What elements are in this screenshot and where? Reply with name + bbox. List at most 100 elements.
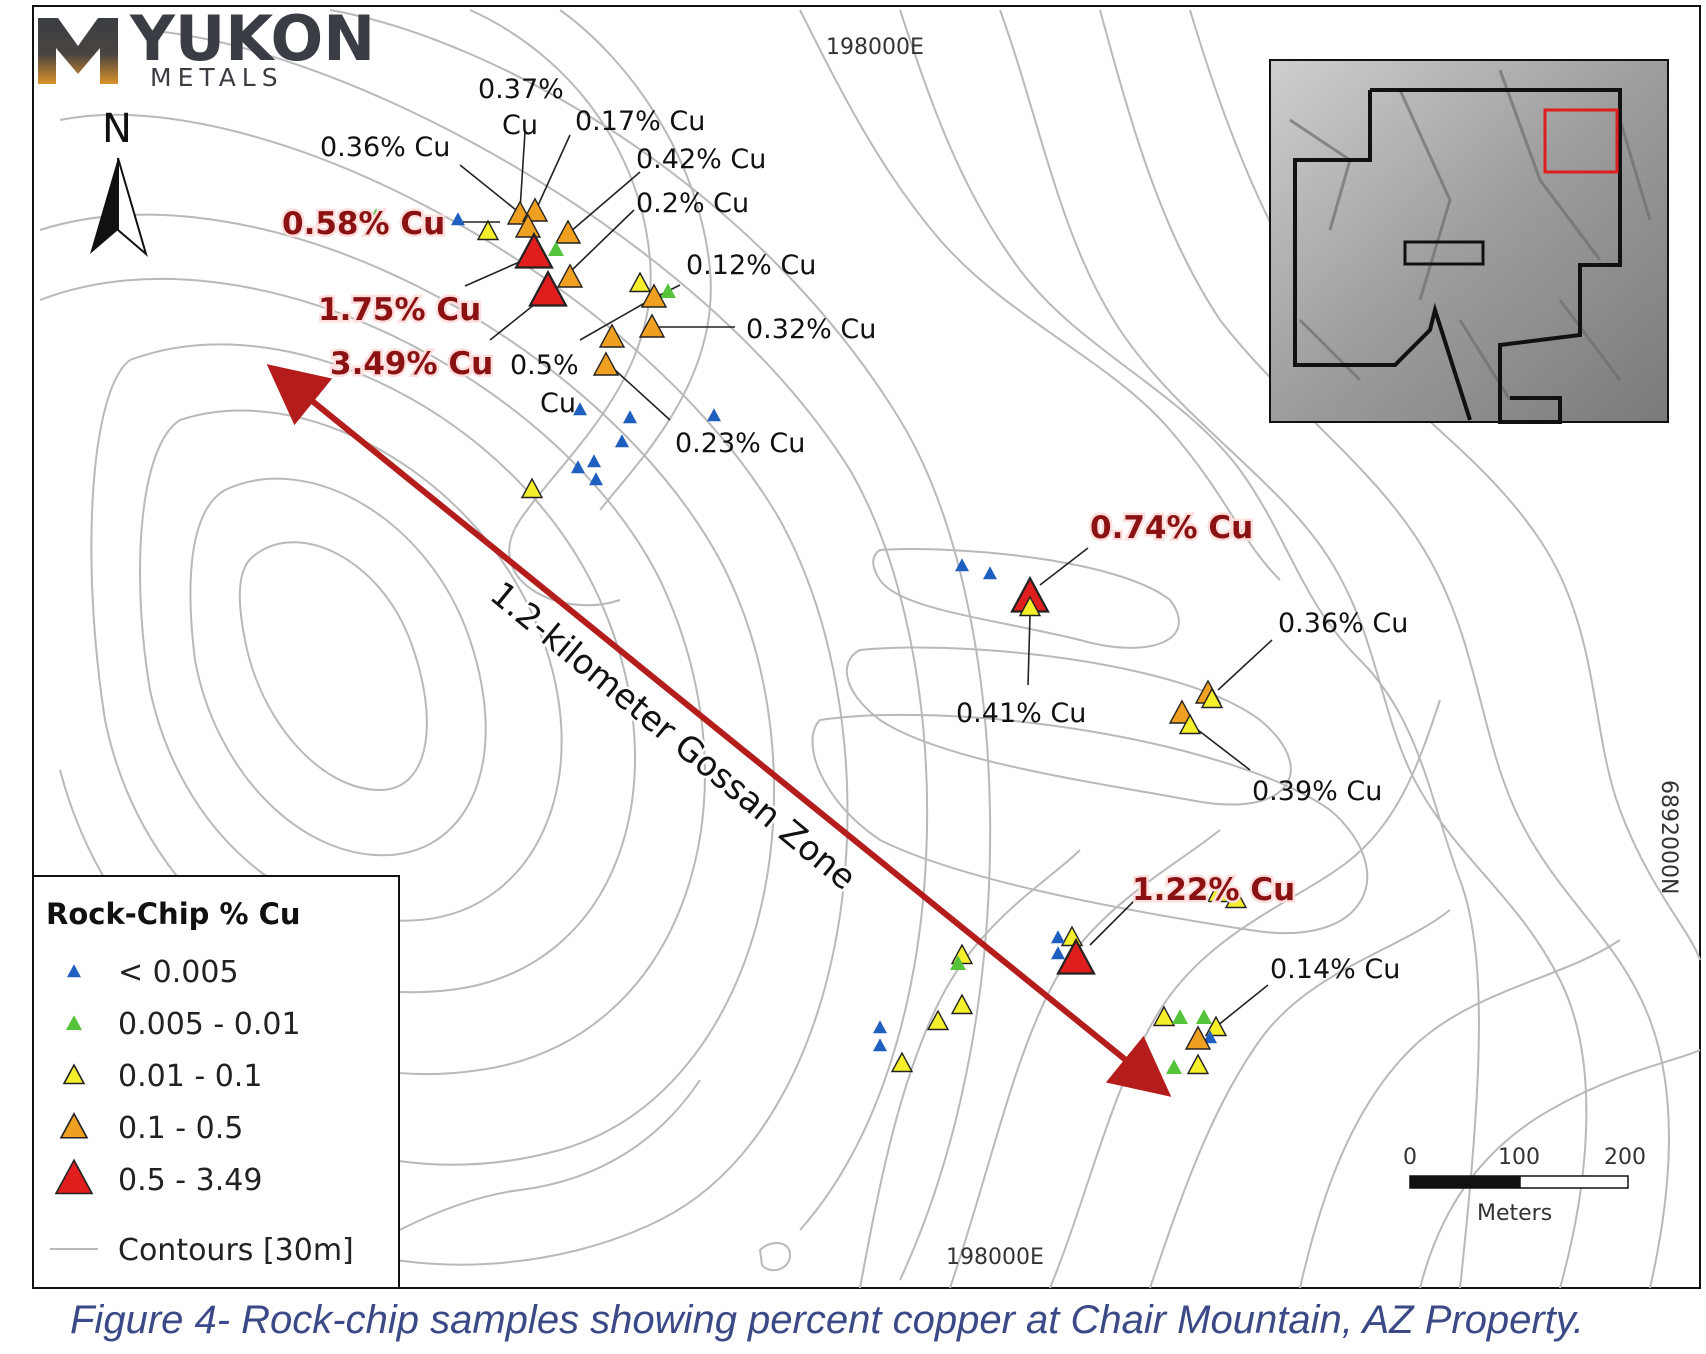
sample-triangle: [589, 472, 603, 486]
sample-triangle: [520, 477, 544, 499]
sample-triangle: [571, 460, 585, 474]
sample-triangle: [556, 263, 584, 288]
legend-symbol: [67, 964, 81, 978]
sample-triangle: [628, 271, 652, 293]
sample-label: 0.5%: [510, 350, 579, 381]
sample-label: 0.2% Cu: [636, 188, 749, 219]
sample-triangle: [926, 1009, 950, 1031]
sample-label-high: 1.75% Cu: [318, 292, 481, 328]
inset-property-boundary: [1293, 88, 1622, 424]
legend-symbol: [59, 1112, 89, 1139]
sample-label-high: 1.22% Cu: [1132, 872, 1295, 908]
scale-tick-0: 0: [1403, 1145, 1417, 1170]
leader-line: [1211, 984, 1269, 1031]
legend-title: Rock-Chip % Cu: [46, 897, 301, 931]
contour-line: [899, 9, 1480, 1289]
inset-inner-parcel: [1403, 240, 1485, 266]
sample-triangle: [1204, 1015, 1228, 1037]
sample-triangle: [514, 213, 542, 238]
sample-triangle: [638, 313, 666, 338]
contour-line: [1299, 939, 1621, 1289]
sample-label: 0.37%: [478, 74, 564, 105]
contour-line: [1049, 699, 1441, 1289]
leader-line: [614, 369, 671, 421]
sample-triangle: [514, 231, 554, 269]
figure-caption: Figure 4- Rock-chip samples showing perc…: [70, 1298, 1585, 1342]
scale-unit: Meters: [1477, 1201, 1552, 1226]
leader-line: [1197, 729, 1251, 771]
sample-triangle: [1056, 937, 1096, 975]
sample-triangle: [451, 212, 465, 226]
sample-triangle: [983, 566, 997, 580]
leader-line: [519, 131, 526, 211]
sample-triangle: [707, 408, 721, 422]
legend: Rock-Chip % Cu < 0.005 0.005 - 0.01 0.01…: [32, 875, 400, 1289]
sample-points: [368, 197, 1248, 1075]
contour-line: [799, 9, 1281, 581]
leader-line: [464, 259, 525, 287]
sample-triangle: [1172, 1009, 1188, 1024]
scale-bar-white: [1519, 1175, 1629, 1189]
sample-labels: 0.37% Cu 0.17% Cu 0.36% Cu 0.42% Cu 0.58…: [280, 74, 1409, 985]
sample-triangle: [368, 208, 384, 223]
legend-symbol: [62, 1063, 86, 1085]
legend-symbol: [66, 1015, 82, 1030]
leader-line: [534, 134, 571, 213]
leader-line: [459, 164, 517, 211]
sample-label: 0.39% Cu: [1252, 776, 1382, 807]
sample-triangle: [950, 993, 974, 1015]
north-arrow-icon-outline: [117, 157, 148, 257]
logo-sub: METALS: [150, 63, 284, 92]
inset-map: [1269, 59, 1669, 424]
contour-line: [1149, 909, 1451, 1289]
sample-triangle: [1206, 881, 1230, 903]
inset-area-of-interest: [1543, 108, 1619, 174]
logo-name: YUKON: [129, 2, 375, 75]
sample-triangle: [1203, 1030, 1217, 1044]
sample-label: 0.23% Cu: [675, 428, 805, 459]
contour-line: [1419, 1049, 1701, 1289]
sample-triangle: [873, 1038, 887, 1052]
contour-line: [999, 9, 1588, 1289]
sample-triangle: [1224, 887, 1248, 909]
sample-label: 0.14% Cu: [1270, 954, 1400, 985]
scale-tick-100: 100: [1498, 1145, 1540, 1170]
sample-triangle: [955, 558, 969, 572]
sample-triangle: [1152, 1005, 1176, 1027]
sample-label-high: 0.74% Cu: [1090, 510, 1253, 546]
sample-label-high: 3.49% Cu: [330, 346, 493, 382]
sample-triangle: [1196, 1009, 1212, 1024]
sample-triangle: [660, 283, 676, 298]
legend-symbols: [54, 964, 94, 1195]
sample-triangle: [528, 269, 568, 307]
sample-label: 0.42% Cu: [636, 144, 766, 175]
sample-triangle: [548, 241, 564, 256]
easting-label-top: 198000E: [826, 35, 924, 60]
contour-line: [758, 1242, 792, 1272]
leader-line: [1217, 639, 1273, 691]
leader-line: [571, 209, 635, 271]
sample-label: Cu: [540, 388, 576, 419]
sample-triangle: [1178, 713, 1202, 735]
leader-line: [569, 171, 641, 233]
sample-label: 0.17% Cu: [575, 106, 705, 137]
sample-triangle: [1184, 1025, 1212, 1050]
legend-class-label: < 0.005: [118, 955, 239, 990]
sample-triangle: [1166, 1059, 1182, 1074]
sample-label: Cu: [502, 110, 538, 141]
sample-triangle: [1200, 687, 1224, 709]
northing-label: 6892000N: [1656, 780, 1681, 894]
leader-line: [579, 299, 651, 341]
contour-line: [1189, 9, 1701, 961]
sample-triangle: [1051, 946, 1065, 960]
contour-line: [1099, 9, 1670, 1289]
legend-class-label: 0.1 - 0.5: [118, 1111, 243, 1146]
leader-line: [489, 299, 541, 341]
legend-class-label: 0.5 - 3.49: [118, 1163, 262, 1198]
sample-triangle: [587, 454, 601, 468]
sample-triangle: [592, 351, 620, 376]
sample-triangle: [640, 283, 668, 308]
sample-triangle: [598, 323, 626, 348]
sample-label: 0.36% Cu: [320, 132, 450, 163]
